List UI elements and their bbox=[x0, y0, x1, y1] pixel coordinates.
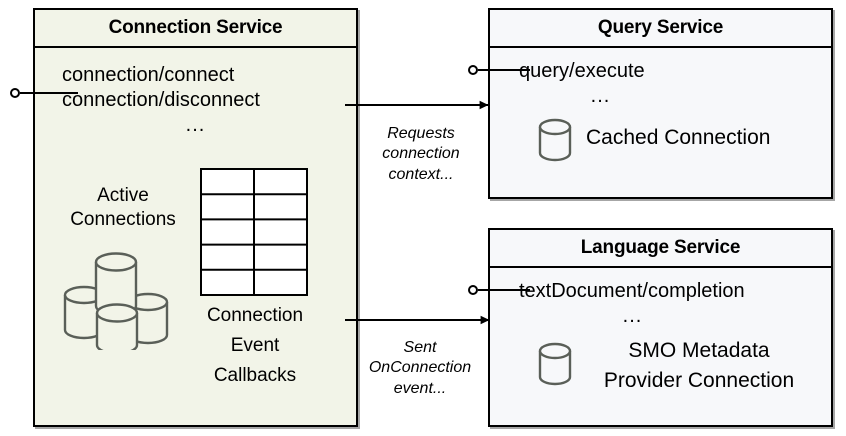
arrow-label-line1: Requests bbox=[387, 125, 455, 142]
connection-service-ellipsis: ... bbox=[185, 114, 206, 136]
cached-connection-cylinder-icon bbox=[536, 116, 574, 169]
lollipop-circle-icon bbox=[468, 285, 478, 295]
arrow-label-line3: event... bbox=[393, 379, 447, 397]
lollipop-circle-icon bbox=[10, 88, 20, 98]
connection-service-body: connection/connect connection/disconnect… bbox=[35, 48, 356, 425]
cached-connection-label: Cached Connection bbox=[586, 126, 771, 149]
callbacks-label-line2: Event bbox=[230, 335, 280, 356]
language-service-ellipsis: ... bbox=[622, 305, 643, 327]
smo-metadata-label-line2: Provider Connection bbox=[603, 369, 795, 392]
query-service-title: Query Service bbox=[490, 10, 831, 48]
query-service-ellipsis: ... bbox=[590, 85, 611, 107]
arrow-label-line1: Sent bbox=[403, 339, 437, 356]
component-connection-service[interactable]: Connection Service connection/connect co… bbox=[33, 8, 358, 427]
arrow-label-requests-connection-context: Requests connection context... bbox=[358, 124, 484, 185]
query-service-body: query/execute ... Cached Connection bbox=[490, 48, 831, 197]
callbacks-label-line1: Connection bbox=[206, 305, 304, 326]
connection-event-callbacks-table[interactable] bbox=[200, 168, 310, 303]
lollipop-circle-icon bbox=[468, 65, 478, 75]
connection-service-title: Connection Service bbox=[35, 10, 356, 48]
query-service-operation-execute[interactable]: query/execute bbox=[519, 60, 645, 82]
active-connections-label-line1: Active bbox=[97, 185, 149, 206]
language-service-body: textDocument/completion ... SMO Metadata… bbox=[490, 268, 831, 425]
smo-metadata-provider-cylinder-icon bbox=[536, 340, 574, 393]
connection-service-operation-connect[interactable]: connection/connect bbox=[62, 64, 235, 86]
arrow-label-line3: context... bbox=[388, 165, 454, 183]
arrow-label-line2: OnConnection bbox=[368, 359, 472, 377]
arrow-label-sent-onconnection-event: Sent OnConnection event... bbox=[351, 338, 489, 399]
connection-service-operation-disconnect[interactable]: connection/disconnect bbox=[62, 89, 260, 111]
lollipop-stem bbox=[20, 92, 78, 94]
smo-metadata-label-line1: SMO Metadata bbox=[628, 339, 770, 362]
active-connections-label-line2: Connections bbox=[70, 209, 176, 230]
lollipop-stem bbox=[478, 69, 530, 71]
arrow-label-line2: connection bbox=[382, 145, 460, 163]
lollipop-stem bbox=[478, 289, 530, 291]
language-service-operation-completion[interactable]: textDocument/completion bbox=[519, 280, 745, 302]
component-language-service[interactable]: Language Service textDocument/completion… bbox=[488, 228, 833, 427]
callbacks-label-line3: Callbacks bbox=[213, 365, 297, 386]
component-query-service[interactable]: Query Service query/execute ... Cached C… bbox=[488, 8, 833, 199]
language-service-title: Language Service bbox=[490, 230, 831, 268]
database-cluster-icon bbox=[57, 240, 187, 355]
